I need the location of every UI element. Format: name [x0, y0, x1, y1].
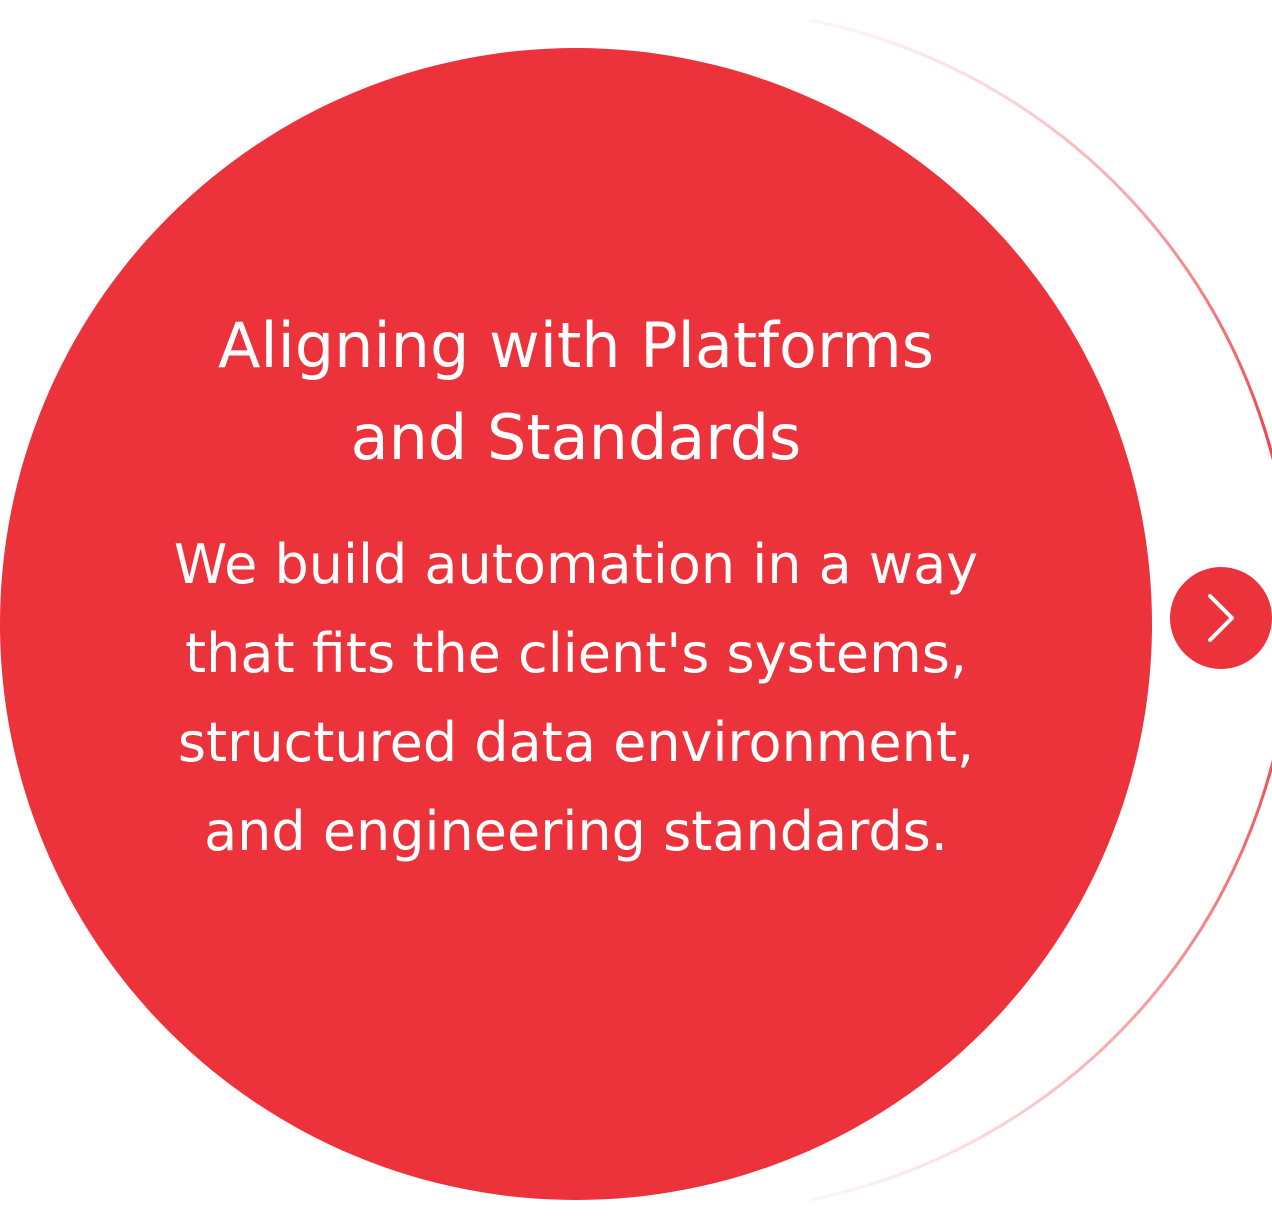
- feature-title-line: Aligning with Platforms: [217, 309, 935, 382]
- feature-description-line: structured data environment,: [177, 711, 975, 774]
- feature-content: Aligning with Platforms and Standards We…: [60, 300, 1092, 876]
- feature-description-line: We build automation in a way: [173, 533, 979, 596]
- feature-title-line: and Standards: [350, 401, 802, 474]
- feature-description: We build automation in a way that fits t…: [60, 520, 1092, 876]
- feature-title: Aligning with Platforms and Standards: [60, 300, 1092, 484]
- feature-circle: [0, 48, 1152, 1200]
- chevron-right-icon: [1208, 594, 1234, 642]
- feature-description-line: that fits the client's systems,: [184, 622, 968, 685]
- feature-description-line: and engineering standards.: [204, 800, 948, 863]
- next-slide-button[interactable]: [1170, 567, 1272, 669]
